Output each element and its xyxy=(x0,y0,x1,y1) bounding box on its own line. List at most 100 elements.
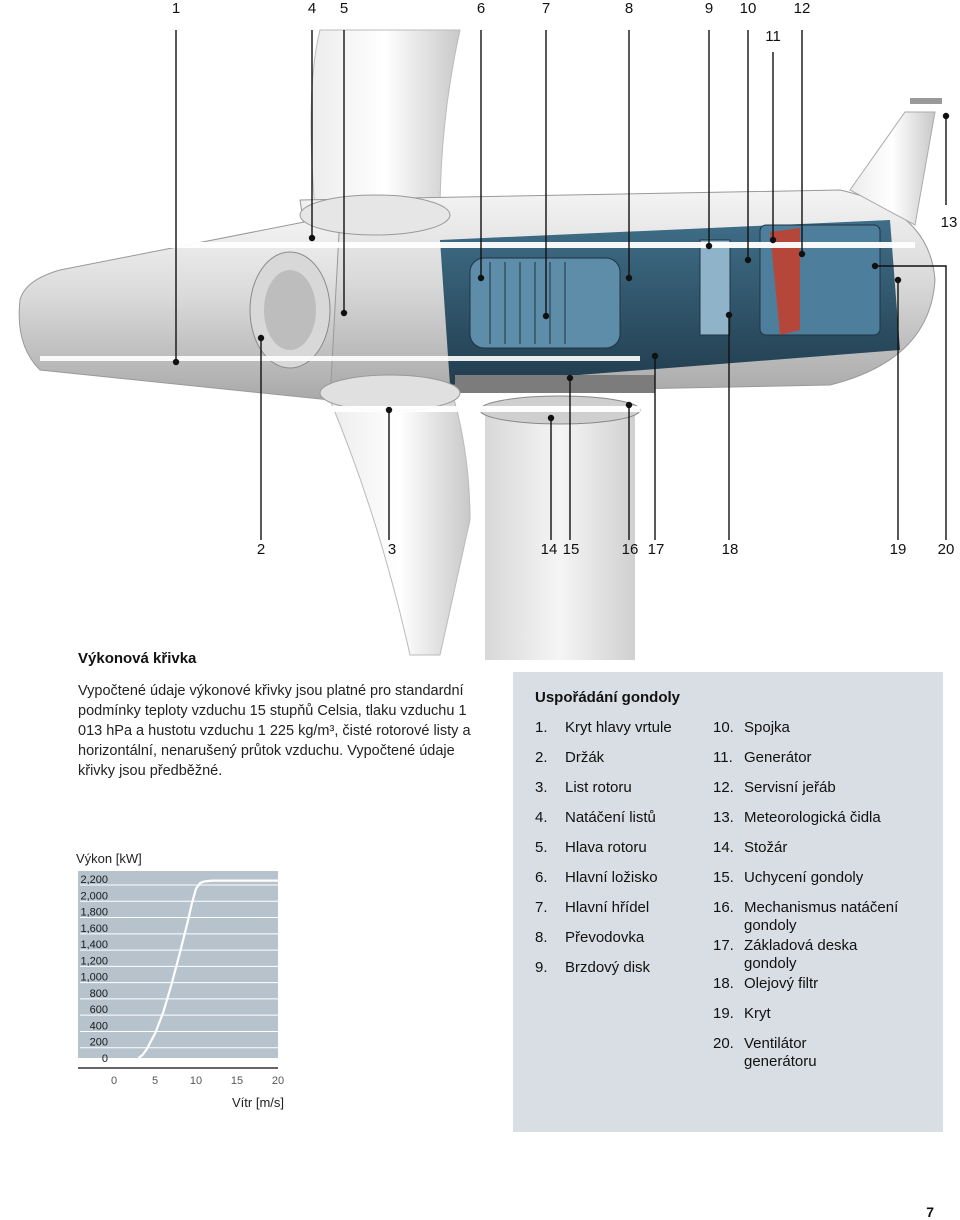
legend-item: 1.Kryt hlavy vrtule xyxy=(535,719,672,737)
legend-item: 13.Meteorologická čidla xyxy=(713,809,881,827)
legend-item: 4. Natáčení listů xyxy=(535,809,656,827)
legend-item-number: 15. xyxy=(713,869,734,886)
legend-item-number: 5. xyxy=(535,839,548,856)
legend-item: 11. Generátor xyxy=(713,749,812,767)
legend-item-number: 17. xyxy=(713,937,734,954)
x-tick-label: 10 xyxy=(190,1075,202,1087)
legend-item: 9. Brzdový disk xyxy=(535,959,650,977)
y-tick-label: 600 xyxy=(90,1004,108,1016)
callout-20: 20 xyxy=(937,541,955,558)
power-curve-description: Vypočtené údaje výkonové křivky jsou pla… xyxy=(78,683,471,779)
legend-item: 3. List rotoru xyxy=(535,779,632,797)
legend-item-text: Uchycení gondoly xyxy=(744,869,864,886)
callout-17: 17 xyxy=(647,541,665,558)
legend-item: 8. Převodovka xyxy=(535,929,644,947)
legend-item-number: 20. xyxy=(713,1035,734,1052)
legend-item-number: 11. xyxy=(713,749,733,766)
power-curve-line xyxy=(137,879,278,1059)
callout-19: 19 xyxy=(889,541,907,558)
nacelle-drawing xyxy=(18,29,950,660)
legend-item-number: 7. xyxy=(535,899,548,916)
x-tick-label: 15 xyxy=(231,1075,243,1087)
legend-item-text: Kryt xyxy=(744,1005,771,1022)
callout-14: 14 xyxy=(540,541,558,558)
brake-disc-shape xyxy=(699,239,731,336)
legend-item-text: Převodovka xyxy=(565,929,645,946)
legend-item-number: 3. xyxy=(535,779,548,796)
legend-item-number: 16. xyxy=(713,899,734,916)
callout-3: 3 xyxy=(387,541,397,558)
callout-10: 10 xyxy=(739,0,757,17)
legend-item-number: 10. xyxy=(713,719,734,736)
legend-item-text: Natáčení listů xyxy=(565,809,656,826)
legend-title: Uspořádání gondoly xyxy=(535,689,681,706)
nacelle-illustration: 1 4 5 6 7 8 9 10 12 11 13 2 3 14 15 16 1… xyxy=(18,0,958,660)
rear-fairing-shape xyxy=(849,111,936,226)
legend-item-text: Hlavní hřídel xyxy=(565,899,650,916)
legend-item: 19. Kryt xyxy=(713,1005,771,1023)
callout-13: 13 xyxy=(940,214,958,231)
callout-12: 12 xyxy=(793,0,811,17)
y-tick-label: 1,400 xyxy=(80,939,108,951)
y-tick-label: 1,200 xyxy=(80,955,108,967)
legend-item-number: 19. xyxy=(713,1005,734,1022)
legend-item-text: Hlava rotoru xyxy=(565,839,647,856)
power-curve-title: Výkonová křivka xyxy=(78,650,197,667)
x-tick-label: 5 xyxy=(152,1075,158,1087)
legend-item-number: 8. xyxy=(535,929,548,946)
x-tick-label: 0 xyxy=(111,1075,117,1087)
y-tick-label: 400 xyxy=(90,1020,108,1032)
tower-shape xyxy=(485,405,635,660)
power-curve-svg: Výkon [kW] Vítr [m/s] 2,2002,0001,8001,6… xyxy=(76,851,284,1110)
legend-item-text: Generátor xyxy=(744,749,812,766)
upper-blade-shape xyxy=(310,29,461,216)
y-axis-label: Výkon [kW] xyxy=(76,851,142,866)
nacelle-legend: Uspořádání gondoly 1.Kryt hlavy vrtule 2.… xyxy=(513,672,943,1132)
legend-item-text: Držák xyxy=(565,749,605,766)
y-tick-label: 200 xyxy=(90,1037,108,1049)
legend-item-text: Stožár xyxy=(744,839,788,856)
legend-item: 15. Uchycení gondoly xyxy=(713,869,863,887)
power-curve-section: Výkonová křivka Vypočtené údaje výkonové… xyxy=(78,650,478,781)
blade-root-shape xyxy=(319,374,461,412)
legend-item: 14.Stožár xyxy=(713,839,787,857)
legend-item-text: List rotoru xyxy=(565,779,632,796)
gearbox-shape xyxy=(469,257,621,349)
base-plate-shape xyxy=(455,375,655,393)
legend-item-text: Brzdový disk xyxy=(565,959,651,976)
legend-item-number: 18. xyxy=(713,975,734,992)
y-tick-label: 800 xyxy=(90,988,108,1000)
legend-item-number: 9. xyxy=(535,959,548,976)
callout-6: 6 xyxy=(476,0,486,17)
y-tick-label: 0 xyxy=(102,1053,108,1065)
legend-item: 5. Hlava rotoru xyxy=(535,839,647,857)
crane-shape xyxy=(770,228,800,335)
legend-item: 10.Spojka xyxy=(713,719,790,737)
meteo-sensor-shape xyxy=(910,98,942,104)
legend-item-text: Kryt hlavy vrtule xyxy=(565,719,672,736)
y-tick-label: 2,200 xyxy=(80,874,108,886)
legend-item: 6.Hlavní ložisko xyxy=(535,869,658,887)
callout-4: 4 xyxy=(307,0,317,17)
legend-item-number: 4. xyxy=(535,809,548,826)
y-tick-label: 1,000 xyxy=(80,972,108,984)
legend-item: 2.Držák xyxy=(535,749,604,767)
callout-9: 9 xyxy=(704,0,714,17)
legend-item: 7. Hlavní hřídel xyxy=(535,899,649,917)
x-tick-label: 20 xyxy=(272,1075,284,1087)
legend-item-number: 12. xyxy=(713,779,734,796)
callout-1: 1 xyxy=(171,0,181,17)
y-tick-label: 1,600 xyxy=(80,923,108,935)
callout-7: 7 xyxy=(541,0,551,17)
callout-5: 5 xyxy=(339,0,349,17)
callout-2: 2 xyxy=(256,541,266,558)
hub-opening-shape xyxy=(264,270,316,350)
lower-blade-shape xyxy=(329,384,471,656)
callout-15: 15 xyxy=(562,541,580,558)
